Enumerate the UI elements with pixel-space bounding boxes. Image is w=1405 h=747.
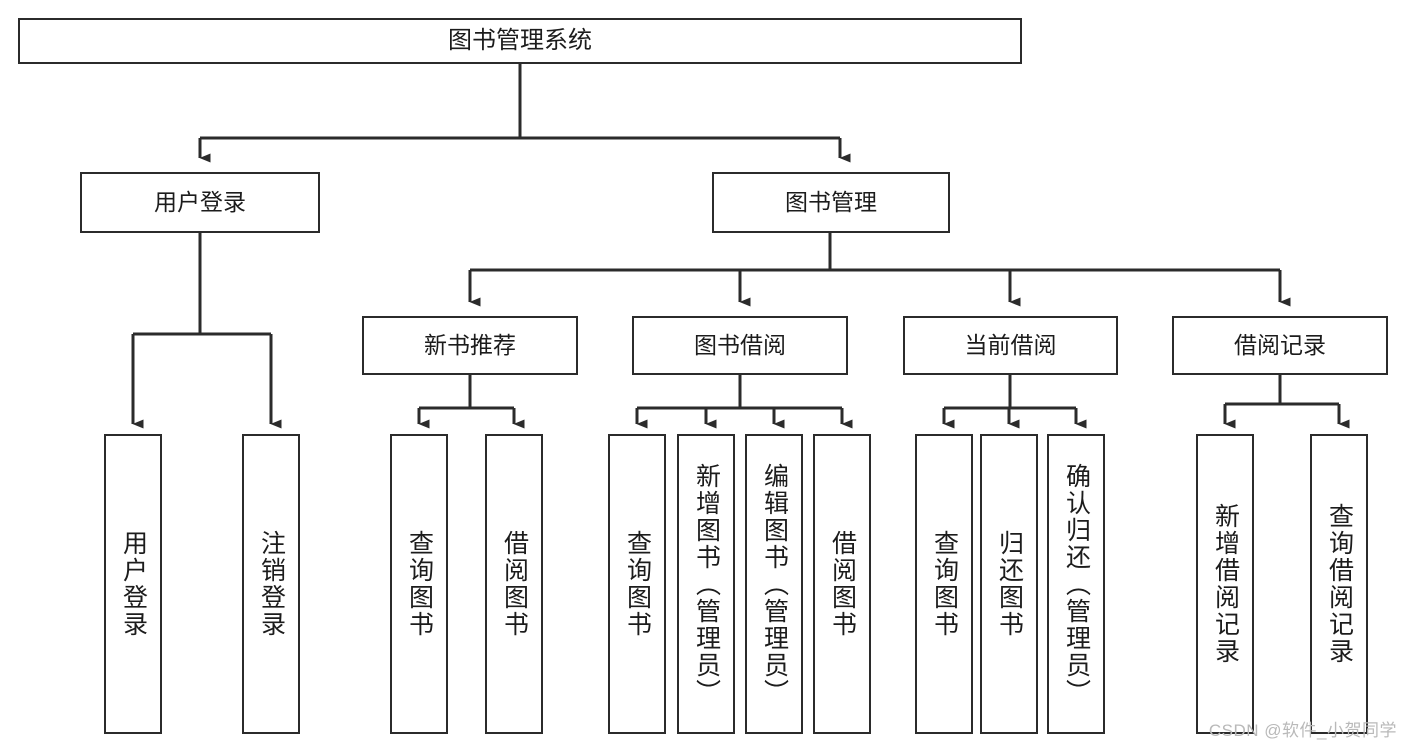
node-label-leaf-add-record: 新增借阅记录	[1211, 503, 1240, 665]
node-leaf-confirm-return[interactable]: 确认归还（管理员）	[1047, 434, 1105, 734]
node-label-leaf-borrow-book-2: 借阅图书	[828, 530, 857, 638]
node-leaf-borrow-book-1[interactable]: 借阅图书	[485, 434, 543, 734]
node-leaf-user-login[interactable]: 用户登录	[104, 434, 162, 734]
node-label-leaf-query-book-2: 查询图书	[623, 530, 652, 638]
node-label-leaf-edit-book: 编辑图书（管理员）	[760, 462, 789, 706]
node-book-management[interactable]: 图书管理	[712, 172, 950, 233]
node-label-leaf-query-book-1: 查询图书	[405, 530, 434, 638]
node-leaf-add-record[interactable]: 新增借阅记录	[1196, 434, 1254, 734]
node-label-leaf-logout-login: 注销登录	[257, 530, 286, 638]
node-leaf-query-book-3[interactable]: 查询图书	[915, 434, 973, 734]
node-label-book-borrow: 图书借阅	[694, 332, 786, 359]
node-leaf-return-book[interactable]: 归还图书	[980, 434, 1038, 734]
node-label-new-book-recommend: 新书推荐	[424, 332, 516, 359]
node-new-book-recommend[interactable]: 新书推荐	[362, 316, 578, 375]
node-label-leaf-return-book: 归还图书	[995, 530, 1024, 638]
node-current-borrow[interactable]: 当前借阅	[903, 316, 1118, 375]
node-label-leaf-borrow-book-1: 借阅图书	[500, 530, 529, 638]
node-leaf-query-book-2[interactable]: 查询图书	[608, 434, 666, 734]
node-label-borrow-record: 借阅记录	[1234, 332, 1326, 359]
node-root-system[interactable]: 图书管理系统	[18, 18, 1022, 64]
node-leaf-logout-login[interactable]: 注销登录	[242, 434, 300, 734]
node-leaf-add-book[interactable]: 新增图书（管理员）	[677, 434, 735, 734]
node-user-login[interactable]: 用户登录	[80, 172, 320, 233]
node-label-leaf-query-book-3: 查询图书	[930, 530, 959, 638]
node-label-book-management: 图书管理	[785, 189, 877, 216]
node-book-borrow[interactable]: 图书借阅	[632, 316, 848, 375]
node-label-leaf-add-book: 新增图书（管理员）	[692, 462, 721, 706]
node-leaf-borrow-book-2[interactable]: 借阅图书	[813, 434, 871, 734]
node-label-root: 图书管理系统	[448, 27, 592, 55]
node-label-leaf-confirm-return: 确认归还（管理员）	[1062, 462, 1091, 706]
node-label-leaf-user-login: 用户登录	[119, 530, 148, 638]
node-leaf-query-record[interactable]: 查询借阅记录	[1310, 434, 1368, 734]
node-label-user-login: 用户登录	[154, 189, 246, 216]
node-leaf-edit-book[interactable]: 编辑图书（管理员）	[745, 434, 803, 734]
node-label-leaf-query-record: 查询借阅记录	[1325, 503, 1354, 665]
watermark-text: CSDN @软件_小贺同学	[1208, 721, 1397, 740]
node-label-current-borrow: 当前借阅	[964, 332, 1057, 359]
node-borrow-record[interactable]: 借阅记录	[1172, 316, 1388, 375]
node-leaf-query-book-1[interactable]: 查询图书	[390, 434, 448, 734]
